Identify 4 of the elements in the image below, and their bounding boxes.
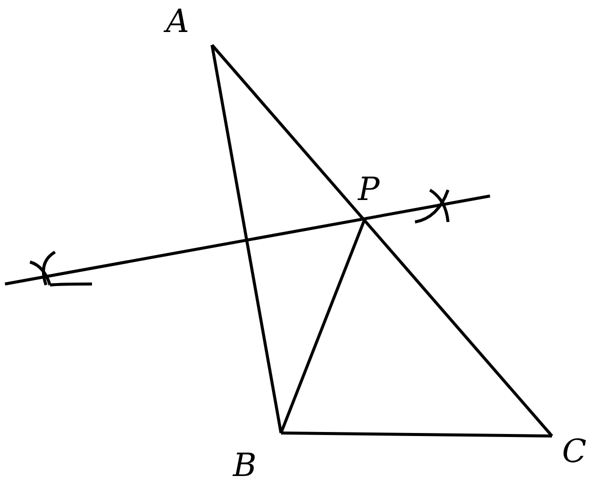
vertex-label: P (358, 172, 380, 206)
vertex-label: C (562, 434, 586, 468)
vertex-label: A (166, 4, 190, 38)
vertex-label: B (233, 448, 257, 482)
